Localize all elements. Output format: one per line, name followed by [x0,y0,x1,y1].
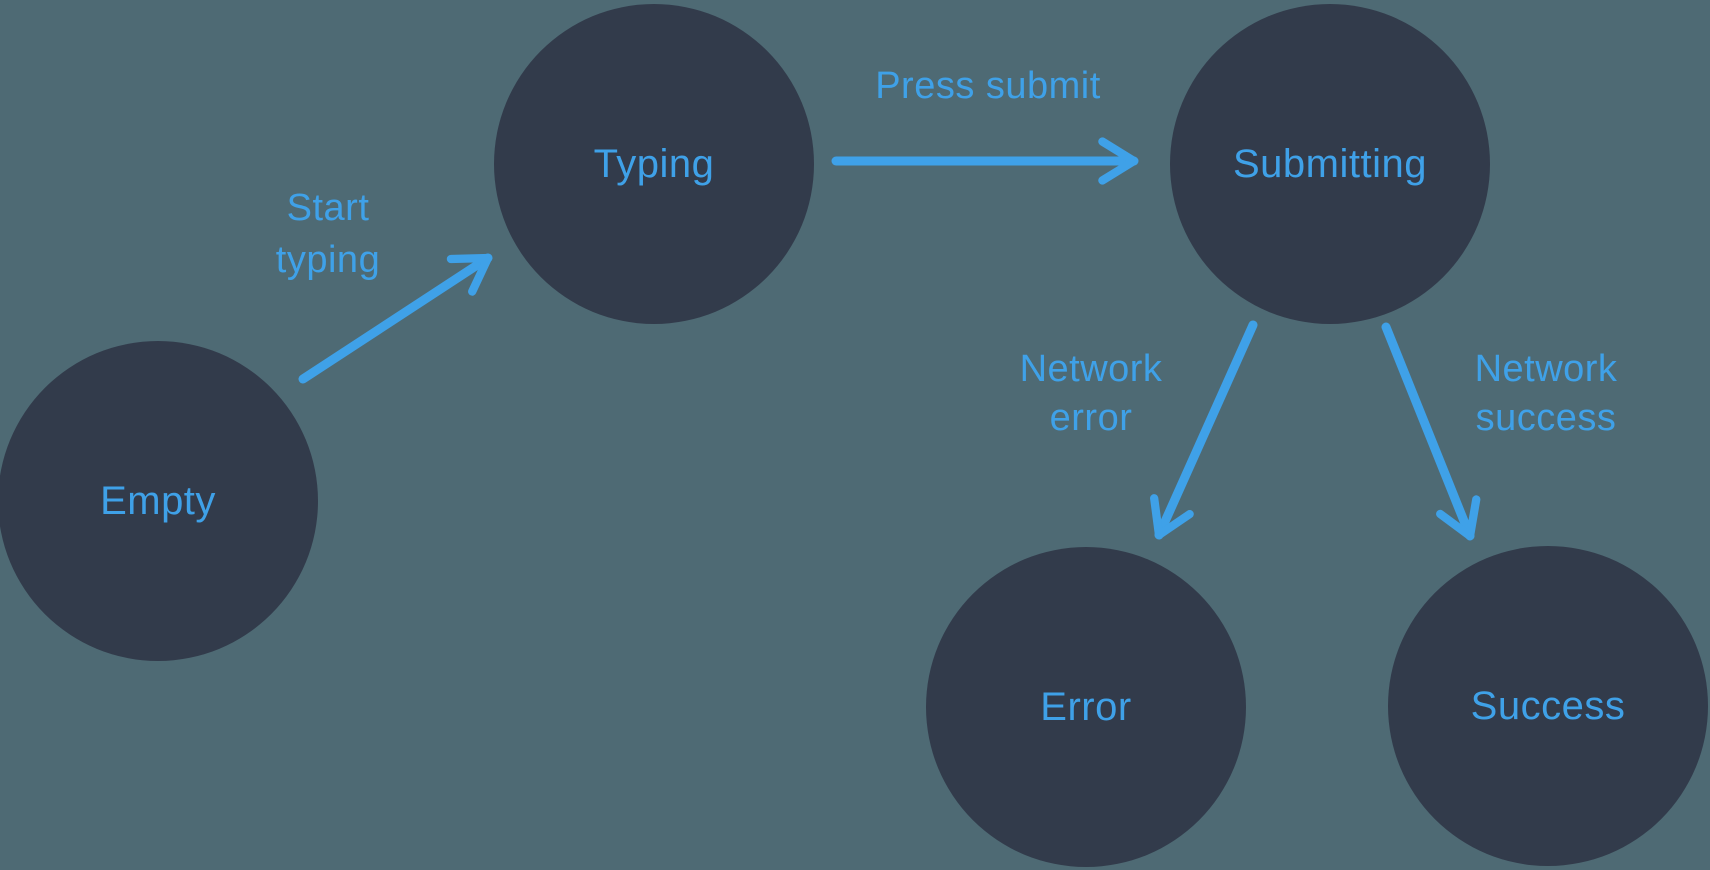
edge-label-network-success: Network success [1426,345,1666,443]
node-error: Error [926,547,1246,867]
node-typing: Typing [494,4,814,324]
node-success-label: Success [1470,683,1626,728]
edge-network-error-arrow [1150,320,1258,540]
edge-label-network-success-line1: Network [1474,348,1618,390]
node-error-label: Error [1040,684,1132,729]
node-submitting-label: Submitting [1233,141,1427,186]
node-success: Success [1388,546,1708,866]
edge-label-network-error: Network error [971,345,1211,443]
node-empty: Empty [0,341,318,661]
edge-label-start-typing-line1: Start [286,187,370,229]
edge-label-start-typing: Start typing [208,182,448,286]
node-submitting: Submitting [1170,4,1490,324]
edge-start-typing-arrow [298,253,493,384]
edge-label-network-error-line1: Network [1019,348,1163,390]
node-typing-label: Typing [593,141,715,186]
edge-label-press-submit-line1: Press submit [875,65,1101,107]
edge-label-network-error-line2: error [1049,397,1133,439]
edge-network-success-arrow [1381,322,1481,541]
edge-label-start-typing-line2: typing [275,239,381,281]
node-empty-label: Empty [100,478,216,523]
edge-label-press-submit: Press submit [828,60,1148,112]
edge-label-network-success-line2: success [1475,397,1617,439]
